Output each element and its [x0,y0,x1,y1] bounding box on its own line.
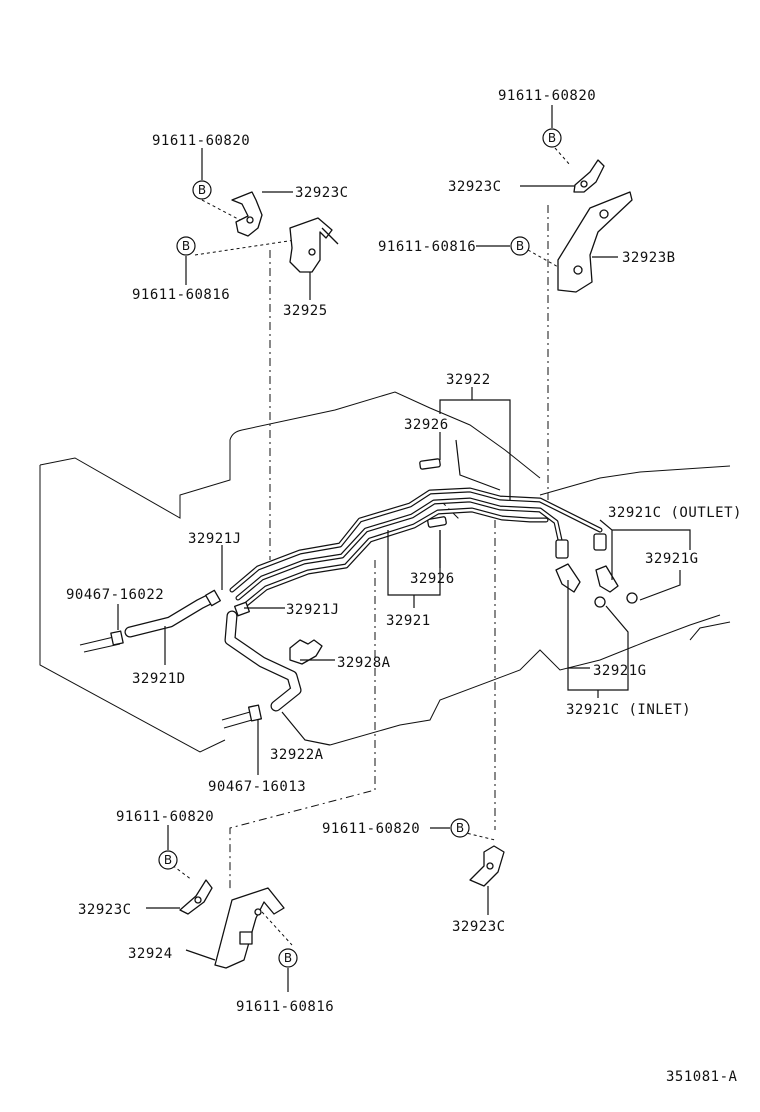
label-c26: 32923C [78,902,132,918]
label-c19: 32928A [337,655,391,671]
bracket-32923c-bottom-left [179,879,213,915]
part-labels: 91611-60820 32923C 91611-60816 32925 916… [66,88,742,1085]
bracket-32925 [289,217,339,273]
sleeve-32926-upper [419,458,441,470]
bracket-32923c-top-left [231,191,263,237]
hose-32921d [79,589,221,653]
bolt-marker-label: B [284,951,292,965]
leader-lines [167,147,571,946]
bolt-marker-3: B [542,128,562,148]
bolt-marker-2: B [176,236,196,256]
bolt-marker-1: B [192,180,212,200]
callout-leaders [117,105,691,992]
bolt-marker-label: B [548,131,556,145]
sleeve-32926-lower [427,516,447,528]
bolt-marker-label: B [456,821,464,835]
bracket-32923b [557,191,633,293]
body-outline [39,391,731,753]
label-c25: 91611-60820 [322,821,420,837]
label-c27: 32924 [128,946,173,962]
label-c2: 32923C [295,185,349,201]
label-c8: 32923B [622,250,676,266]
label-c18: 32921D [132,671,186,687]
bracket-32924 [214,887,285,969]
label-c11: 32921J [188,531,242,547]
bracket-32923c-bottom-right [469,845,505,887]
label-c21: 32921C (INLET) [566,702,691,718]
label-c7: 91611-60816 [378,239,476,255]
label-c1: 91611-60820 [152,133,250,149]
label-c23: 90467-16013 [208,779,306,795]
label-c22: 32922A [270,747,324,763]
clamp-32928a [289,639,323,665]
bolt-marker-6: B [158,850,178,870]
label-c28: 32923C [452,919,506,935]
label-c13: 32921G [645,551,699,567]
label-c9: 32922 [446,372,491,388]
label-c16: 32926 [410,571,455,587]
label-c14: 90467-16022 [66,587,164,603]
label-c20: 32921G [593,663,647,679]
label-c15: 32921J [286,602,340,618]
bolt-marker-7: B [278,948,298,968]
label-c17: 32921 [386,613,431,629]
label-c10: 32926 [404,417,449,433]
bolt-marker-5: B [450,818,470,838]
bolt-marker-label: B [516,239,524,253]
label-c29: 91611-60816 [236,999,334,1015]
label-c4: 32925 [283,303,328,319]
hose-32922a [221,601,302,729]
pipe-fittings [555,533,638,608]
label-c12: 32921C (OUTLET) [608,505,742,521]
label-c5: 91611-60820 [498,88,596,104]
label-c24: 91611-60820 [116,809,214,825]
bolt-marker-label: B [182,239,190,253]
bolt-marker-label: B [198,183,206,197]
label-c6: 32923C [448,179,502,195]
bolt-marker-4: B [510,236,530,256]
bracket-32923c-top-right [573,159,605,193]
pipe-assembly [229,487,603,609]
label-c3: 91611-60816 [132,287,230,303]
label-c30: 351081-A [666,1069,738,1085]
bolt-marker-label: B [164,853,172,867]
